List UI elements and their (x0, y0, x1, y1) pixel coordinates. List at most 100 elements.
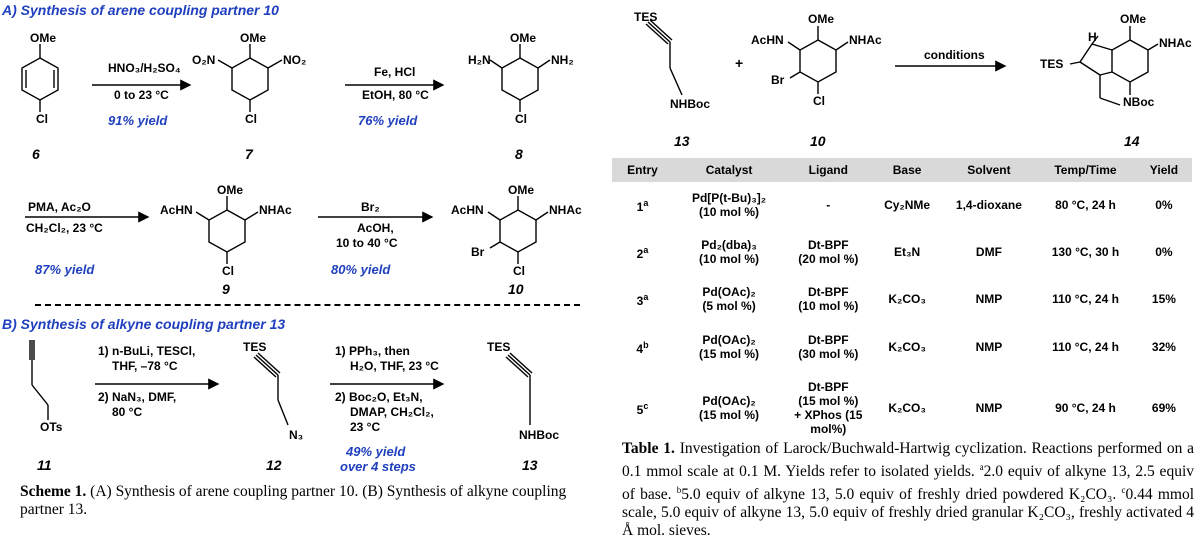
atom-ome-7: OMe (240, 31, 267, 45)
cell-entry: 4b (636, 340, 649, 356)
atom-br-10: Br (471, 245, 485, 259)
header-entry: Entry (612, 158, 673, 182)
compound-6: 6 (32, 146, 40, 162)
atom-nhboc-13r: NHBoc (670, 97, 711, 111)
cell-temp-time: 130 °C, 30 h (1051, 245, 1120, 259)
atom-nhac-10: NHAc (549, 203, 582, 217)
atom-cl-6: Cl (36, 112, 48, 126)
cell-solvent: DMF (975, 245, 1002, 259)
cell-entry: 1a (636, 198, 649, 214)
cell-base: K₂CO₃ (888, 340, 926, 354)
b-step1-line1: 1) n-BuLi, TESCl, (98, 344, 196, 358)
scheme-caption: Scheme 1. (A) Synthesis of arene couplin… (20, 483, 590, 519)
scheme-drawing (21, 44, 551, 426)
cell-catalyst: Pd(OAc)₂(5 mol %) (702, 285, 756, 313)
scheme-caption-label: Scheme 1. (20, 483, 87, 500)
b-yield-2: over 4 steps (340, 459, 416, 474)
atom-cl-9: Cl (222, 264, 234, 278)
table-row: 2a Pd₂(dba)₃(10 mol %) Dt-BPF(20 mol %) … (612, 228, 1192, 276)
atom-n3-12: N₃ (289, 428, 304, 442)
cell-catalyst: Pd₂(dba)₃(10 mol %) (699, 238, 760, 266)
table-row: 4b Pd(OAc)₂(15 mol %) Dt-BPF(30 mol %) K… (612, 322, 1192, 372)
b-step2-line1: 1) PPh₃, then (335, 344, 410, 358)
header-base: Base (871, 158, 943, 182)
table-row: 1a Pd[P(t-Bu)₃]₂(10 mol %) - Cy₂NMe 1,4-… (612, 182, 1192, 228)
step1-yield: 91% yield (108, 113, 168, 128)
cell-entry: 2a (636, 245, 649, 261)
scheme-caption-text: (A) Synthesis of arene coupling partner … (20, 483, 567, 518)
compound-8: 8 (515, 146, 523, 162)
atom-nhboc-13: NHBoc (519, 428, 560, 442)
atom-ome-6: OMe (30, 31, 57, 45)
atom-acnh-9: AcHN (160, 203, 193, 217)
header-catalyst: Catalyst (673, 158, 786, 182)
atom-cl-8: Cl (515, 112, 527, 126)
conditions-label: conditions (924, 48, 985, 62)
header-yield: Yield (1135, 158, 1192, 182)
step3-yield: 87% yield (35, 262, 95, 277)
cell-ligand: - (826, 198, 831, 212)
header-solvent: Solvent (942, 158, 1036, 182)
atom-ome-10r: OMe (808, 12, 835, 26)
compound-11: 11 (37, 457, 52, 473)
cell-ligand: Dt-BPF(15 mol %)+ XPhos (15 mol%) (794, 380, 863, 436)
step4-yield: 80% yield (331, 262, 391, 277)
atom-nhac-14: NHAc (1159, 36, 1192, 50)
results-table: Entry Catalyst Ligand Base Solvent Temp/… (612, 158, 1192, 444)
compound-9: 9 (222, 281, 230, 297)
header-ligand: Ligand (785, 158, 872, 182)
b-step2-line3: 2) Boc₂O, Et₃N, (335, 390, 423, 404)
reaction-compound-10: 10 (810, 133, 826, 149)
section-divider (35, 304, 580, 306)
table-caption: Table 1. Investigation of Larock/Buchwal… (622, 440, 1195, 540)
atom-acnh-10r: AcHN (751, 33, 784, 47)
atom-tes-14: TES (1040, 57, 1064, 71)
cell-base: Et₃N (894, 245, 921, 259)
atom-nh2-8: NH₂ (551, 53, 574, 67)
cell-catalyst: Pd(OAc)₂(15 mol %) (699, 394, 760, 422)
step2-reagents: Fe, HCl (374, 65, 416, 79)
atom-nhac-9: NHAc (259, 203, 292, 217)
b-step2-line2: H₂O, THF, 23 °C (350, 359, 439, 373)
cell-yield: 0% (1155, 198, 1173, 212)
atom-h2n-8: H₂N (468, 53, 491, 67)
atom-ome-8: OMe (510, 31, 537, 45)
cell-solvent: NMP (975, 340, 1003, 354)
cell-temp-time: 90 °C, 24 h (1055, 401, 1116, 415)
b-step1-line4: 80 °C (112, 405, 143, 419)
cell-yield: 0% (1155, 245, 1173, 259)
step4-reagents: Br₂ (361, 200, 380, 214)
b-yield-1: 49% yield (346, 444, 406, 459)
step4-conditions-2: 10 to 40 °C (336, 236, 398, 250)
cell-entry: 5c (636, 401, 649, 417)
atom-h-14: H (1088, 30, 1097, 44)
ring-9 (208, 209, 246, 253)
compound-12: 12 (266, 457, 282, 473)
cell-yield: 15% (1151, 292, 1176, 306)
cell-solvent: NMP (975, 401, 1003, 415)
ring-7 (231, 57, 269, 101)
atom-ots-11: OTs (40, 420, 63, 434)
table-row: 5c Pd(OAc)₂(15 mol %) Dt-BPF(15 mol %)+ … (612, 372, 1192, 444)
atom-o2n-7: O₂N (192, 53, 216, 67)
cell-catalyst: Pd(OAc)₂(15 mol %) (699, 333, 760, 361)
cell-solvent: NMP (975, 292, 1003, 306)
table-header-row: Entry Catalyst Ligand Base Solvent Temp/… (612, 158, 1192, 182)
header-temp-time: Temp/Time (1035, 158, 1136, 182)
cell-ligand: Dt-BPF(30 mol %) (798, 333, 859, 361)
step3-reagents: PMA, Ac₂O (28, 200, 91, 214)
table-caption-text: Investigation of Larock/Buchwald-Hartwig… (622, 440, 1194, 481)
reaction-compound-14: 14 (1124, 133, 1140, 149)
step1-conditions: 0 to 23 °C (114, 88, 169, 102)
reaction-compound-13: 13 (674, 133, 690, 149)
ring-6 (21, 57, 59, 101)
atom-ome-10: OMe (508, 183, 535, 197)
atom-cl-10r: Cl (813, 94, 825, 108)
footnote-a: 2.0 equiv of alkyne 13, 2.5 equiv of bas… (622, 463, 1194, 504)
atom-nboc-14: NBoc (1123, 95, 1155, 109)
table-caption-label: Table 1. (622, 440, 675, 457)
b-step1-line3: 2) NaN₃, DMF, (98, 390, 177, 404)
cell-temp-time: 80 °C, 24 h (1055, 198, 1116, 212)
b-step2-line4: DMAP, CH₂Cl₂, (350, 405, 434, 419)
cell-base: K₂CO₃ (888, 401, 926, 415)
